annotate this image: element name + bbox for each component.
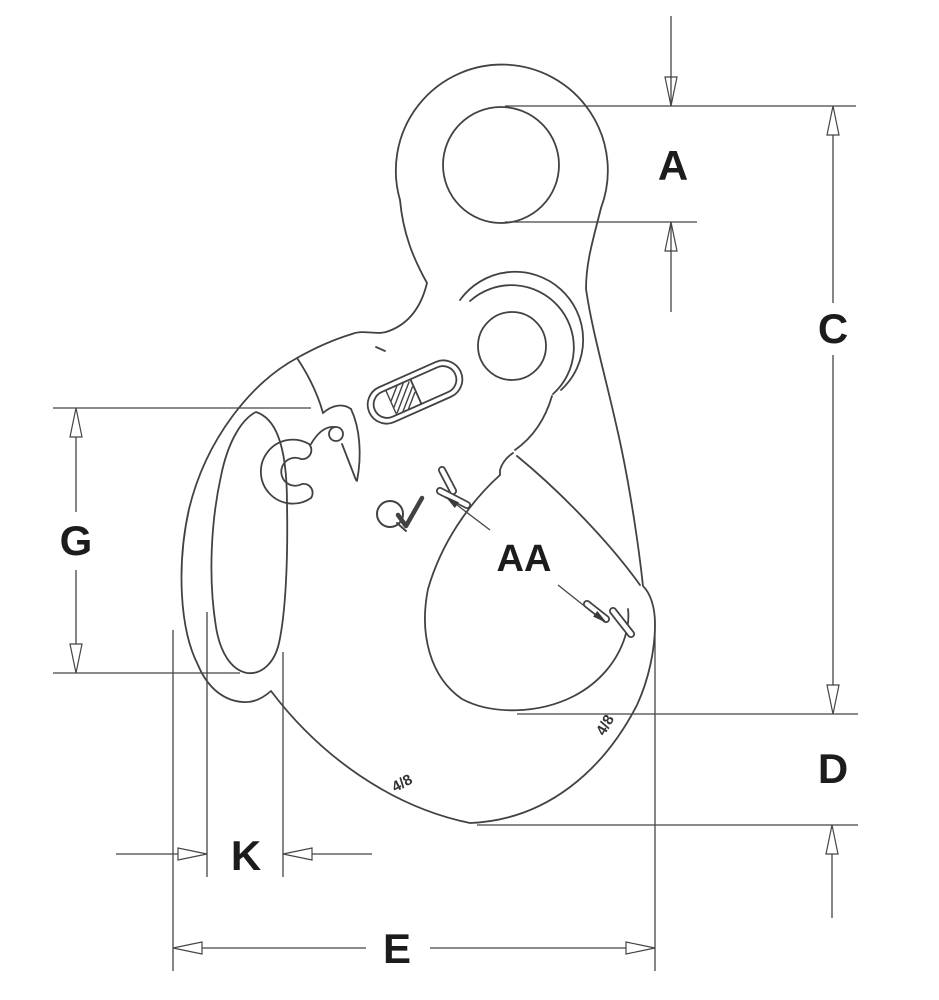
hook-part: Q 4/8 4/8 <box>180 63 656 824</box>
forge-mark-right: 4/8 <box>593 712 618 739</box>
pin-boss-arc-outer <box>459 270 584 391</box>
dimension-k-label: K <box>231 832 261 879</box>
pin-boss-arc-inner <box>469 284 575 395</box>
latch-pivot-pin <box>328 426 344 442</box>
dimension-labels: A C D G K E AA <box>60 142 849 972</box>
body-crease <box>514 395 553 451</box>
dimension-c-label: C <box>818 305 848 352</box>
dimension-e <box>172 941 656 955</box>
lower-chain-notch <box>583 600 635 638</box>
upper-chain-notch <box>436 466 471 509</box>
bowl-inner-edge <box>424 474 630 712</box>
hook-body-outline <box>180 199 656 824</box>
upper-pin-hole <box>477 311 547 381</box>
eye-outer-profile <box>395 63 609 209</box>
spring-pin-slot <box>366 359 464 425</box>
dimension-graphics <box>53 16 858 971</box>
checkmark-icon <box>395 495 425 529</box>
dimension-a <box>664 16 678 312</box>
forge-mark-left: 4/8 <box>389 771 415 796</box>
dimension-d-label: D <box>818 745 848 792</box>
dimension-g <box>69 407 83 674</box>
throat-step <box>499 452 514 476</box>
extension-lines <box>53 105 858 971</box>
latch-detail-lines <box>296 346 386 482</box>
dimension-a-label: A <box>658 142 688 189</box>
dimension-g-label: G <box>60 517 93 564</box>
kidney-slot <box>210 411 289 674</box>
dimension-c <box>826 105 840 715</box>
nose-inner-edge <box>516 455 641 586</box>
dimension-aa-label: AA <box>497 538 552 580</box>
latch-pocket <box>259 438 314 505</box>
eye-inner-hole <box>442 106 560 224</box>
dimension-d <box>825 824 839 918</box>
dimension-aa <box>445 496 607 623</box>
dimension-e-label: E <box>383 925 411 972</box>
dimension-k <box>116 847 372 861</box>
q-logo: Q <box>376 495 425 532</box>
